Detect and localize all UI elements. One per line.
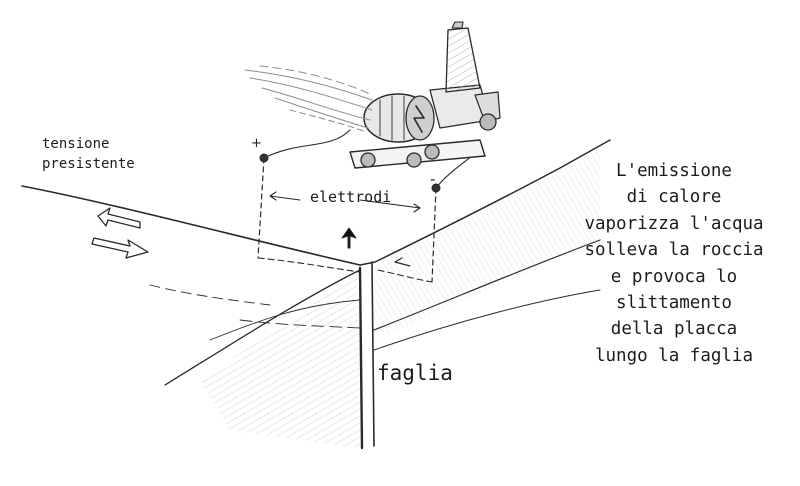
caption-line: lungo la faglia [594, 345, 754, 366]
uplift-arrow [341, 227, 357, 249]
positive-electrode [259, 153, 269, 163]
caption-line: solleva la roccia [584, 240, 764, 261]
caption-line: di calore [626, 187, 722, 208]
plus-sign: + [251, 136, 262, 151]
caption-line: della placca [610, 319, 738, 340]
stress-arrows [91, 207, 149, 259]
electrode-circuit [257, 129, 481, 283]
caption-line: vaporizza l'acqua [584, 213, 764, 234]
caption-line: slittamento [616, 293, 732, 314]
explanation-caption: L'emissione di calore vaporizza l'acqua … [548, 158, 800, 369]
caption-line: L'emissione [616, 161, 732, 181]
front-face-shading [200, 272, 360, 448]
electrodes-label: elettrodi [310, 188, 392, 206]
truck-with-generator [349, 21, 501, 169]
fault-label: faglia [377, 361, 453, 385]
minus-sign: - [430, 170, 436, 188]
caption-line: e provoca lo [610, 266, 738, 287]
stress-label-line1: tensione [42, 136, 110, 152]
negative-electrode [431, 183, 441, 193]
right-face-shading [374, 150, 600, 340]
stress-label-line2: presistente [42, 156, 135, 172]
slip-arrow [394, 257, 411, 267]
heat-emission [244, 65, 373, 133]
